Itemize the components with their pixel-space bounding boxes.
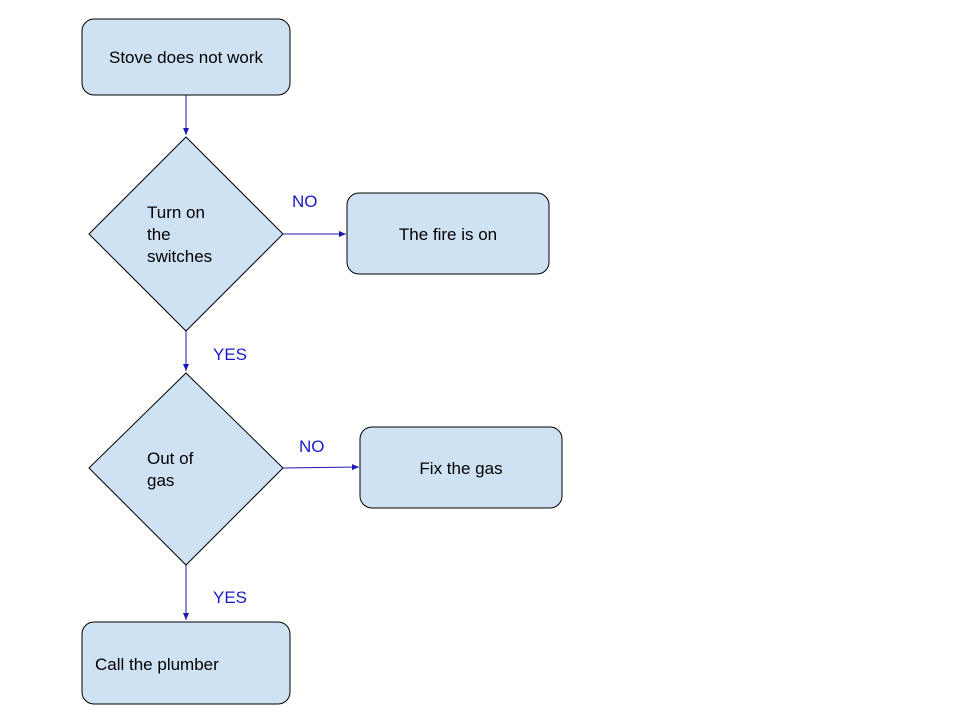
node-plumber-line: Call the plumber [95,655,219,674]
decision-switches-line: Turn on [147,203,205,222]
node-plumber-text: Call the plumber [95,655,219,674]
decision-switches: Turn on the switches [88,136,284,332]
decision-switches-text: Turn on the switches [147,203,212,266]
decision-switches-line: the [147,225,171,244]
edge-label-gas-yes: YES [213,588,247,607]
node-fire-on: The fire is on [346,192,550,275]
node-fire-on-text: The fire is on [399,225,497,244]
node-fire-on-line: The fire is on [399,225,497,244]
node-start: Stove does not work [81,18,291,96]
edge-label-gas-no: NO [299,437,325,456]
edge-labels: NO YES NO YES [213,192,325,607]
node-start-text: Stove does not work [109,48,264,67]
node-fix-gas-line: Fix the gas [419,459,502,478]
edges [183,95,360,620]
node-plumber: Call the plumber [81,621,291,705]
decision-gas-line: gas [147,471,174,490]
decision-gas-line: Out of [147,449,194,468]
decision-gas: Out of gas [88,372,284,566]
edge-gas-to-fix-gas [282,464,360,471]
edge-label-switches-no: NO [292,192,318,211]
node-fix-gas-text: Fix the gas [419,459,502,478]
edge-label-switches-yes: YES [213,345,247,364]
node-start-line: Stove does not work [109,48,264,67]
decision-gas-text: Out of gas [147,449,198,490]
node-fix-gas: Fix the gas [359,426,563,509]
decision-switches-line: switches [147,247,212,266]
